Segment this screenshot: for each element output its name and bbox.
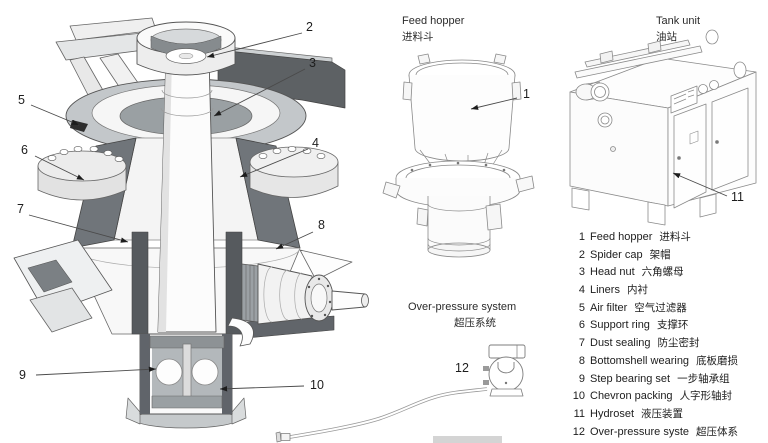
part-name-en: Support ring — [590, 319, 650, 332]
callout-2-number: 2 — [306, 20, 313, 34]
callout-4-number: 4 — [312, 136, 319, 150]
feed-hopper-label-zh: 进料斗 — [402, 31, 434, 43]
part-name-zh: 超压体系 — [696, 425, 739, 438]
part-name-zh: 进料斗 — [659, 231, 691, 243]
callout-6-number: 6 — [21, 143, 28, 157]
part-name-zh: 底板磨损 — [696, 354, 739, 367]
part-name-en: Step bearing set — [590, 372, 671, 385]
feed-hopper-label-en: Feed hopper — [402, 15, 465, 27]
callout-7: 7 — [17, 202, 129, 243]
parts-list-row: 12 Over-pressure syste 超压体系 — [569, 424, 768, 442]
over-pressure-drawing — [275, 344, 526, 443]
callout-10-number: 10 — [310, 378, 324, 392]
part-name-en: Feed hopper — [590, 231, 653, 243]
part-name-en: Dust sealing — [590, 337, 651, 350]
parts-list-row: 6 Support ring 支撑环 — [569, 317, 768, 335]
part-number: 4 — [578, 284, 585, 297]
callout-12-number: 12 — [455, 361, 469, 375]
callout-11-number: 11 — [731, 190, 744, 204]
part-number: 3 — [578, 266, 585, 279]
part-name-en: Spider cap — [590, 248, 643, 261]
part-name-zh: 支撑环 — [656, 319, 689, 332]
parts-list-row: 4 Liners 内衬 — [569, 282, 768, 300]
parts-list-row: 11 Hydroset 液压装置 — [569, 406, 768, 424]
parts-list-row: 9 Step bearing set 一步轴承组 — [569, 371, 768, 389]
callout-7-number: 7 — [17, 202, 24, 216]
callout-6: 6 — [21, 143, 85, 181]
part-number: 6 — [578, 319, 585, 332]
parts-list-row: 8 Bottomshell wearing 底板磨损 — [569, 353, 768, 371]
callout-1-number: 1 — [523, 87, 530, 101]
part-name-zh: 六角螺母 — [641, 266, 684, 279]
part-name-en: Head nut — [590, 266, 635, 279]
part-name-zh: 一步轴承组 — [677, 372, 730, 385]
part-number: 5 — [578, 301, 585, 314]
part-name-en: Air filter — [590, 301, 628, 314]
part-number: 1 — [578, 231, 585, 243]
part-number: 8 — [578, 354, 585, 367]
part-number: 11 — [573, 407, 585, 420]
tank-unit-label-zh: 油站 — [656, 31, 677, 43]
part-name-en: Bottomshell wearing — [590, 354, 690, 367]
callout-5-number: 5 — [18, 93, 25, 107]
callout-8-number: 8 — [318, 218, 325, 232]
callout-5: 5 — [18, 93, 80, 126]
crusher-cutaway-drawing — [13, 17, 369, 429]
part-number: 9 — [578, 372, 585, 385]
part-name-zh: 架帽 — [649, 248, 671, 261]
part-name-en: Chevron packing — [590, 390, 673, 403]
part-number: 10 — [572, 390, 585, 403]
parts-list-row: 1 Feed hopper 进料斗 — [569, 229, 768, 247]
callout-11: 11 — [672, 172, 744, 204]
part-number: 7 — [578, 337, 585, 350]
part-name-zh: 防尘密封 — [657, 337, 700, 350]
callout-9-number: 9 — [19, 368, 26, 382]
callout-layer: 2 3 4 5 6 7 8 9 — [17, 20, 744, 392]
part-name-en: Liners — [590, 284, 620, 297]
callout-3: 3 — [213, 56, 316, 117]
parts-list-row: 2 Spider cap 架帽 — [569, 247, 768, 265]
part-name-zh: 内衬 — [626, 284, 648, 297]
tank-unit-label-en: Tank unit — [656, 15, 701, 27]
feed-hopper-drawing — [382, 53, 535, 258]
parts-list-row: 10 Chevron packing 人字形轴封 — [569, 388, 768, 406]
callout-8: 8 — [275, 218, 325, 250]
callout-4: 4 — [239, 136, 319, 178]
part-name-zh: 液压装置 — [641, 407, 684, 420]
callout-2: 2 — [206, 20, 313, 58]
callout-12: 12 — [455, 361, 469, 375]
part-name-zh: 空气过滤器 — [634, 301, 687, 314]
part-name-zh: 人字形轴封 — [679, 390, 733, 403]
part-name-en: Over-pressure syste — [590, 425, 690, 438]
part-number: 12 — [572, 425, 585, 438]
over-pressure-label: Over-pressure system 超压系统 — [408, 299, 516, 331]
parts-list-row: 5 Air filter 空气过滤器 — [569, 300, 768, 318]
over-pressure-label-zh: 超压系统 — [454, 317, 496, 329]
part-name-en: Hydroset — [590, 407, 635, 420]
part-number: 2 — [578, 248, 585, 261]
callout-9: 9 — [19, 366, 157, 382]
callout-3-number: 3 — [309, 56, 316, 70]
tank-unit-drawing — [569, 29, 757, 226]
parts-list-row: 3 Head nut 六角螺母 — [569, 264, 768, 282]
over-pressure-label-en: Over-pressure system — [408, 301, 517, 313]
parts-list-row: 7 Dust sealing 防尘密封 — [569, 335, 768, 353]
parts-list: 1 Feed hopper 进料斗 2 Spider cap 架帽 3 Head nut 六… — [569, 229, 768, 443]
callout-1: 1 — [470, 87, 530, 110]
callout-10: 10 — [219, 378, 324, 392]
tank-unit-label: Tank unit 油站 — [656, 13, 700, 45]
feed-hopper-label: Feed hopper 进料斗 — [402, 13, 464, 45]
